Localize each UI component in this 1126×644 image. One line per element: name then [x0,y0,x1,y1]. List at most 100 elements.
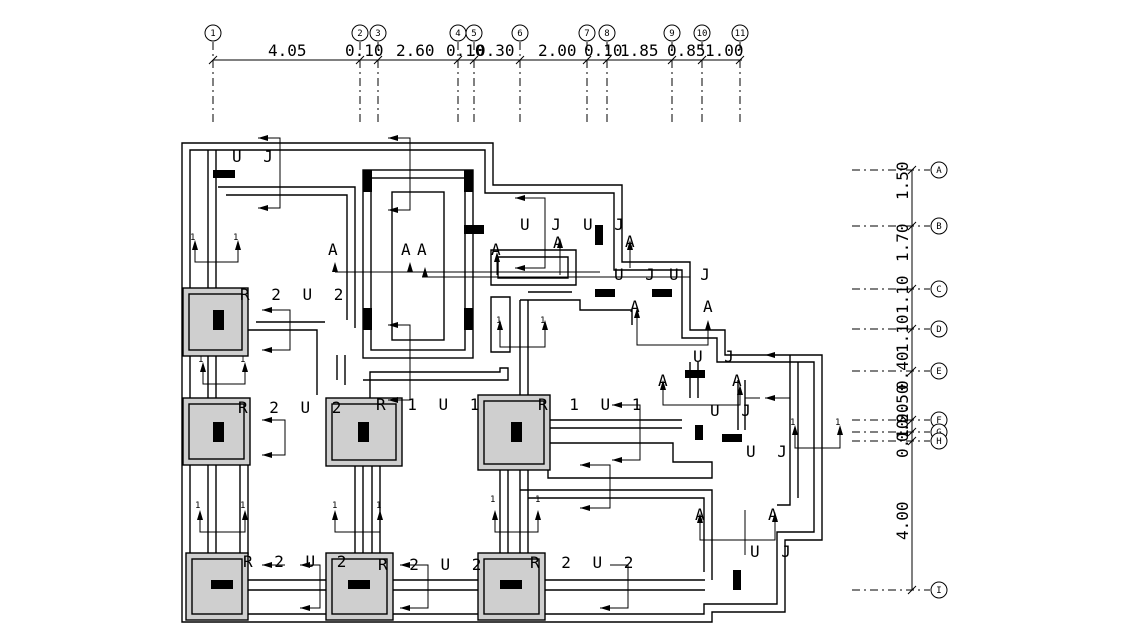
label-a-12: A [768,505,778,524]
grid-bubble-right-label: H [936,437,941,447]
label-uj-9: U J [750,542,797,561]
dim-right-7: 0.20 [893,403,912,442]
tick-mark [208,55,218,65]
tick-mark [907,436,917,446]
dim-right-6: 0.50 [893,384,912,423]
label-a-9: A [658,371,668,390]
section-lines [194,137,841,609]
grid-bubble-top-label: 3 [375,29,380,39]
arrowhead [515,265,525,271]
dim-right-8: 0.10 [893,419,912,458]
arrowhead [792,425,798,435]
grid-bubble-right: I [930,581,948,599]
arrowhead [494,252,500,262]
arrowhead [262,307,272,313]
arrowhead [765,352,775,358]
label-a-7: A [630,297,640,316]
dim-top-8: 1.85 [620,41,659,60]
arrowhead [262,417,272,423]
arrowhead [660,380,666,390]
grid-bubble-right-label: B [936,222,941,232]
arrowhead [262,347,272,353]
grid-bubble-right-label: C [936,285,941,295]
grid-bubble-top: 6 [511,24,529,42]
tick-mark [373,55,383,65]
stair-frame [362,169,484,359]
label-1-11: 1 [496,316,501,326]
arrowhead [772,512,778,522]
grid-bubble-top-label: 10 [697,29,708,39]
grid-bubble-right-label: D [936,325,941,335]
interior-walls [207,150,799,591]
label-uj-2: U J [520,215,567,234]
tick-mark [907,366,917,376]
grid-bubble-top-label: 2 [357,29,362,39]
label-a-6: A [625,232,635,251]
grid-bubble-top-label: 6 [517,29,522,39]
label-1-10: 1 [535,495,540,505]
arrowhead [262,562,272,568]
arrowhead [388,397,398,403]
grid-bubble-top-label: 4 [455,29,460,39]
arrowhead [600,605,610,611]
arrowhead [557,238,563,248]
arrowhead [235,240,241,250]
dim-top-3: 2.60 [396,41,435,60]
label-1-4: 1 [240,355,245,365]
grid-bubble-top: 11 [731,24,749,42]
dim-top-7: 0.10 [584,41,623,60]
grid-bubble-right-label: A [936,166,942,176]
arrowhead [377,510,383,520]
footings [182,287,551,621]
grid-bubble-right: A [930,161,948,179]
dim-right-1: 1.50 [893,161,912,200]
label-a-8: A [703,297,713,316]
label-1-2: 1 [233,233,238,243]
arrowhead [388,207,398,213]
grid-bubble-right-label: I [936,586,941,596]
label-a-4: A [491,240,501,259]
dim-right-4: 1.10 [893,314,912,353]
grid-bubble-top: 2 [351,24,369,42]
label-r2u2-2: R 2 U 2 [238,398,347,417]
tick-mark [907,221,917,231]
arrowhead [492,510,498,520]
grid-bubble-top: 4 [449,24,467,42]
tick-mark [907,585,917,595]
arrowhead [400,605,410,611]
arrowhead [242,362,248,372]
arrowhead [422,267,428,277]
arrowhead [542,320,548,330]
tick-mark [697,55,707,65]
arrowhead [407,262,413,272]
room-labels: U J U J U J U J U J U J U J U J U J R 2 … [190,147,840,574]
grid-bubble-top-label: 8 [604,29,609,39]
tick-mark [667,55,677,65]
label-a-11: A [695,505,705,524]
tick-mark [907,284,917,294]
label-uj-7: U J [710,401,757,420]
tick-mark [469,55,479,65]
dim-right-5: 0.40 [893,351,912,390]
dim-top-10: 1.00 [705,41,744,60]
grid-bubble-top: 8 [598,24,616,42]
arrowhead [192,240,198,250]
grid-bubble-right: B [930,217,948,235]
label-r2u2-1: R 2 U 2 [240,285,349,304]
arrowhead [400,562,410,568]
label-1-8: 1 [376,501,381,511]
arrowhead [765,395,775,401]
grid-bubble-top-label: 7 [584,29,589,39]
arrowhead [837,425,843,435]
grid-bubble-top: 7 [578,24,596,42]
arrowhead [697,513,703,523]
tick-mark [355,55,365,65]
label-r2u2-5: R 2 U 2 [530,553,639,572]
grid-bubble-top-label: 11 [735,29,746,39]
arrowhead [634,308,640,318]
grid-bubble-top: 1 [204,24,222,42]
tick-mark [453,55,463,65]
label-a-5: A [553,233,563,252]
